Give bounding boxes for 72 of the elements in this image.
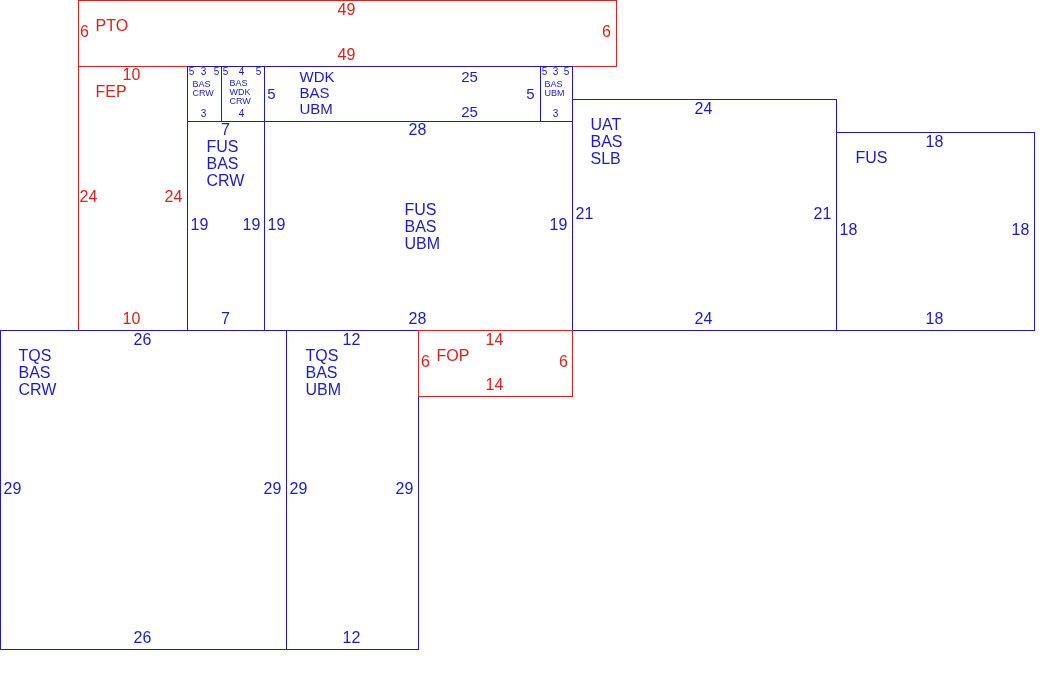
room-name: TQS BAS UBM — [305, 346, 342, 398]
dimension-label: 24 — [694, 100, 713, 117]
dimension-label: 19 — [190, 216, 209, 233]
room-name: BAS UBM — [544, 79, 565, 98]
room-name: FUS BAS UBM — [404, 200, 441, 252]
dimension-label: 18 — [925, 310, 944, 327]
dimension-label: 5 — [222, 66, 229, 77]
dimension-label: 6 — [602, 23, 611, 40]
room-name: WDK BAS UBM — [299, 68, 335, 117]
dimension-label: 29 — [395, 480, 414, 497]
dimension-label: 3 — [552, 108, 559, 119]
room-name: BAS CRW — [192, 79, 214, 98]
dimension-label: 5 — [255, 66, 262, 77]
room-name: PTO — [95, 16, 129, 34]
room-name: FUS BAS CRW — [206, 137, 245, 189]
dimension-label: 29 — [3, 480, 22, 497]
dimension-label: 5 — [541, 66, 548, 77]
dimension-label: 18 — [839, 221, 858, 238]
room-name: UAT BAS SLB — [590, 115, 623, 167]
dimension-label: 14 — [485, 331, 504, 348]
dimension-label: 3 — [200, 66, 207, 77]
dimension-label: 5 — [213, 66, 220, 77]
dimension-label: 21 — [813, 205, 832, 222]
dimension-label: 10 — [122, 310, 141, 327]
dimension-label: 4 — [238, 108, 245, 119]
dimension-label: 19 — [242, 216, 261, 233]
room-name: BAS WDK CRW — [229, 78, 251, 106]
dimension-label: 6 — [421, 353, 430, 370]
dimension-label: 5 — [526, 85, 535, 100]
dimension-label: 26 — [133, 331, 152, 348]
dimension-label: 28 — [408, 310, 427, 327]
dimension-label: 24 — [164, 188, 183, 205]
room-name: TQS BAS CRW — [18, 346, 57, 398]
dimension-label: 24 — [694, 310, 713, 327]
dimension-label: 18 — [1011, 221, 1030, 238]
dimension-label: 19 — [549, 216, 568, 233]
dimension-label: 25 — [461, 103, 478, 118]
dimension-label: 29 — [289, 480, 308, 497]
room-outline — [286, 330, 419, 650]
dimension-label: 49 — [337, 46, 356, 63]
dimension-label: 12 — [342, 629, 361, 646]
dimension-label: 21 — [575, 205, 594, 222]
dimension-label: 4 — [238, 66, 245, 77]
dimension-label: 12 — [342, 331, 361, 348]
room-name: FOP — [436, 346, 470, 364]
room-outline — [0, 330, 287, 650]
room-name: FEP — [95, 82, 127, 100]
dimension-label: 5 — [267, 85, 276, 100]
dimension-label: 6 — [559, 353, 568, 370]
dimension-label: 5 — [563, 66, 570, 77]
dimension-label: 10 — [122, 66, 141, 83]
dimension-label: 3 — [552, 66, 559, 77]
dimension-label: 7 — [221, 121, 230, 138]
room-outline — [836, 132, 1035, 331]
dimension-label: 7 — [221, 310, 230, 327]
dimension-label: 19 — [267, 216, 286, 233]
dimension-label: 49 — [337, 1, 356, 18]
dimension-label: 28 — [408, 121, 427, 138]
dimension-label: 18 — [925, 133, 944, 150]
dimension-label: 14 — [485, 376, 504, 393]
room-outline — [78, 0, 617, 67]
dimension-label: 5 — [188, 66, 195, 77]
dimension-label: 6 — [80, 23, 89, 40]
room-outline — [418, 330, 573, 397]
dimension-label: 29 — [263, 480, 282, 497]
dimension-label: 3 — [200, 108, 207, 119]
room-outline — [572, 99, 837, 331]
room-outline — [187, 66, 222, 122]
dimension-label: 24 — [79, 188, 98, 205]
room-name: FUS — [855, 148, 888, 166]
dimension-label: 25 — [461, 68, 478, 83]
dimension-label: 26 — [133, 629, 152, 646]
